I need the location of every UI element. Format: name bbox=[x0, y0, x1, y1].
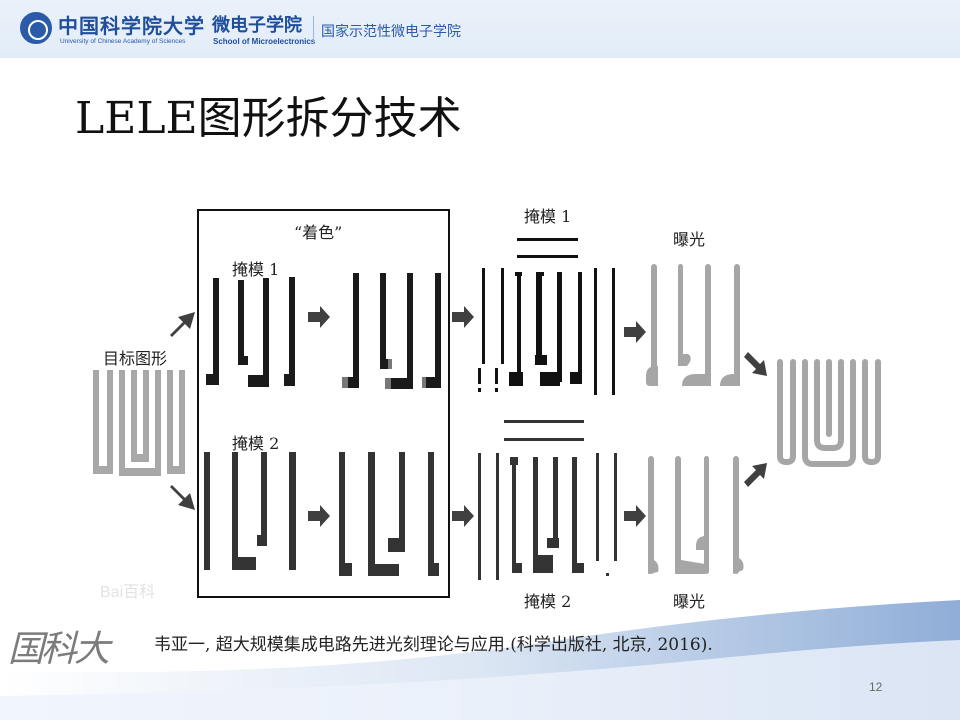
mask2-pattern-b bbox=[339, 452, 439, 576]
coloring-label: “着色” bbox=[294, 223, 343, 242]
header-divider bbox=[313, 16, 314, 44]
header-banner: 中国科学院大学 University of Chinese Academy of… bbox=[0, 0, 960, 58]
ucas-emblem-icon bbox=[20, 12, 52, 44]
mask1-stack bbox=[478, 238, 615, 395]
mask1-pattern-a bbox=[206, 277, 295, 387]
exposure-top bbox=[646, 264, 740, 386]
school-name-cn: 微电子学院 bbox=[212, 15, 302, 36]
mask2-pattern-a bbox=[204, 452, 296, 570]
mask2-bottom-label: 掩模 2 bbox=[524, 592, 572, 611]
baidu-watermark: Bai百科 bbox=[100, 584, 156, 601]
arrow-icons bbox=[170, 306, 767, 527]
coloring-box bbox=[197, 209, 450, 598]
target-pattern-label: 目标图形 bbox=[103, 349, 168, 368]
mask1-pattern-b bbox=[342, 273, 441, 389]
footer-ucas-logo: 国科大 bbox=[8, 629, 110, 670]
school-name-en: School of Microelectronics bbox=[213, 37, 316, 46]
target-pattern bbox=[93, 370, 185, 476]
mask1-label: 掩模 1 bbox=[232, 260, 280, 279]
final-pattern bbox=[777, 359, 881, 467]
page-number: 12 bbox=[869, 680, 883, 694]
mask1-top-label: 掩模 1 bbox=[524, 207, 572, 226]
citation-text: 韦亚一, 超大规模集成电路先进光刻理论与应用.(科学出版社, 北京, 2016)… bbox=[154, 635, 713, 655]
mask2-stack bbox=[478, 420, 617, 580]
university-name-en: University of Chinese Academy of Science… bbox=[60, 38, 186, 45]
exposure-bottom-label: 曝光 bbox=[673, 592, 706, 611]
exposure-bottom bbox=[648, 456, 744, 574]
university-name-cn: 中国科学院大学 bbox=[58, 14, 205, 38]
mask2-label: 掩模 2 bbox=[232, 434, 280, 453]
footer-wave bbox=[0, 600, 960, 720]
exposure-top-label: 曝光 bbox=[673, 230, 706, 249]
national-label: 国家示范性微电子学院 bbox=[321, 24, 461, 40]
slide-title: LELE图形拆分技术 bbox=[75, 93, 462, 144]
